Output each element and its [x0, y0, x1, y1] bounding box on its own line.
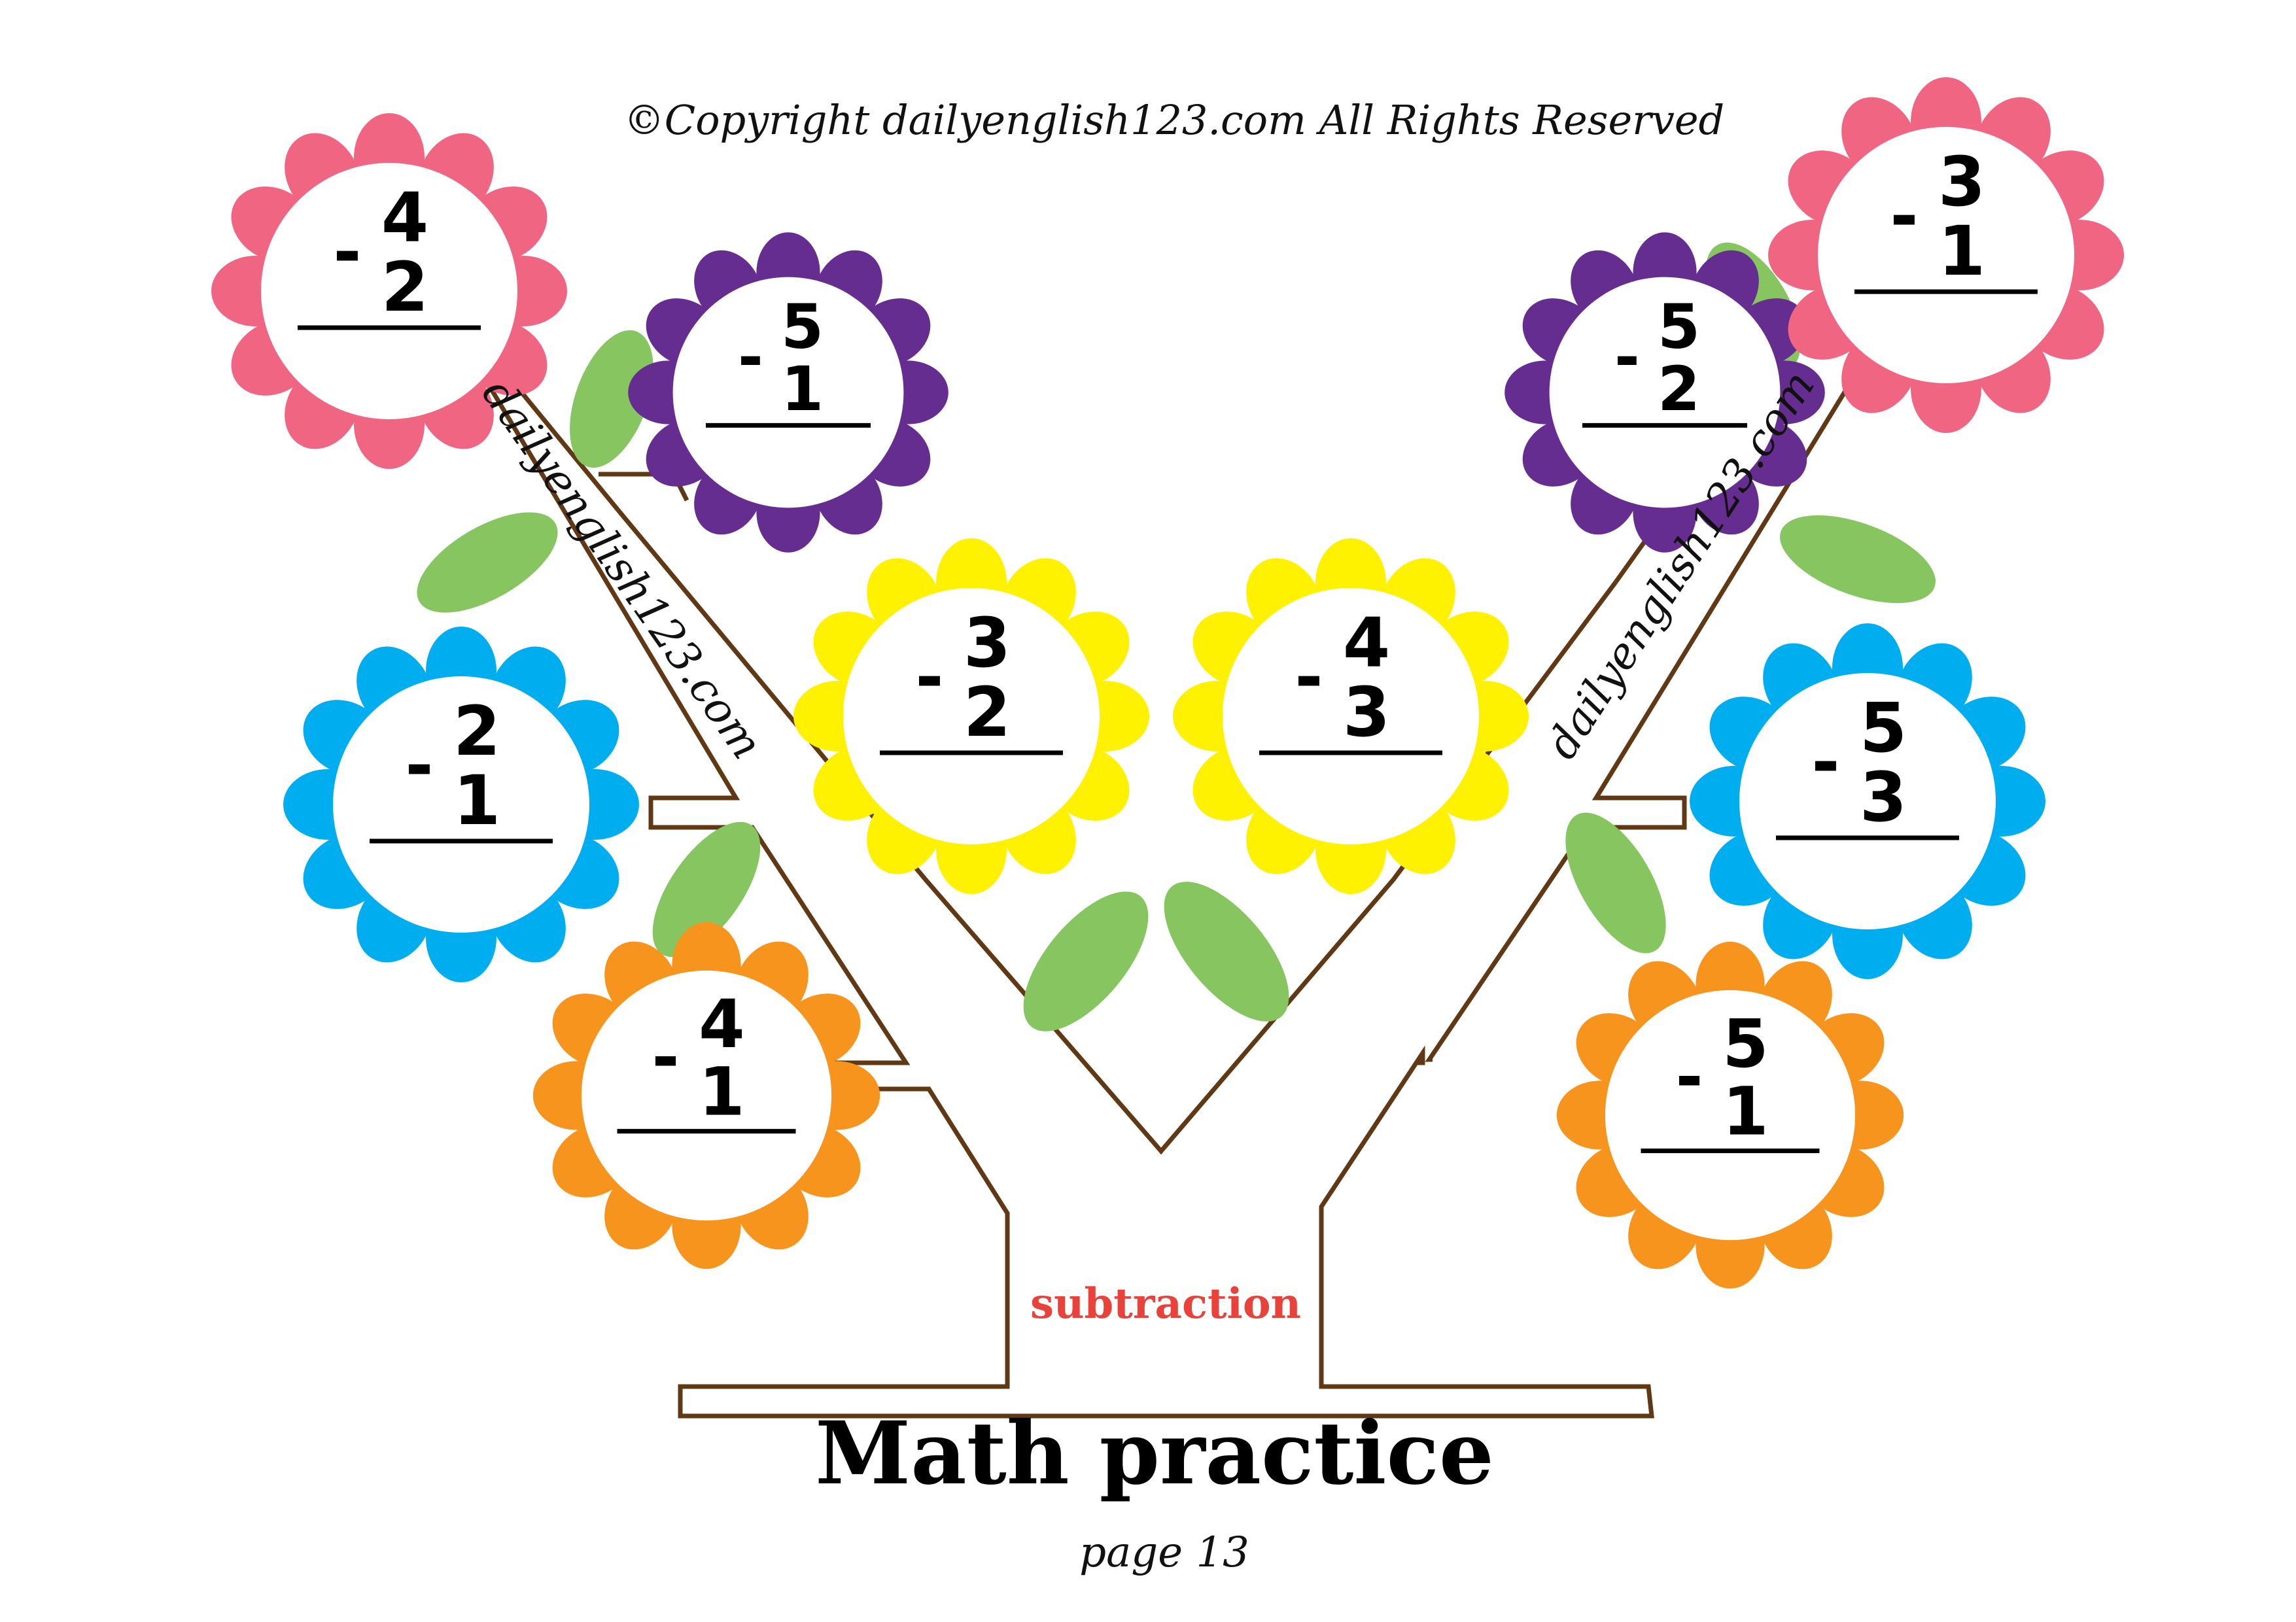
flower-orange-left: 4-1 — [532, 922, 880, 1269]
minuend: 5 — [781, 292, 824, 363]
minuend: 4 — [699, 986, 745, 1063]
subtrahend: 1 — [699, 1053, 745, 1130]
page-title: Math practice — [815, 1403, 1494, 1504]
flower-center — [1223, 588, 1479, 844]
subtrahend: 3 — [1343, 672, 1390, 752]
flower-center — [1549, 277, 1781, 508]
minuend: 5 — [1658, 292, 1700, 363]
minus-sign: - — [333, 212, 361, 292]
leaf — [570, 330, 653, 468]
minus-sign: - — [738, 322, 763, 393]
minuend: 4 — [1343, 603, 1390, 683]
minuend: 3 — [1938, 142, 1985, 222]
flower-center — [1605, 990, 1856, 1241]
leaf — [1023, 891, 1149, 1031]
copyright-text: ©Copyright dailyenglish123.com All Right… — [624, 96, 1724, 144]
flowers: 4-25-13-24-35-23-12-15-34-15-1 — [211, 77, 2124, 1289]
subtrahend: 1 — [1938, 211, 1985, 291]
minus-sign: - — [1890, 176, 1918, 256]
minuend: 2 — [453, 691, 500, 771]
subtrahend: 2 — [964, 672, 1011, 752]
subtraction-label: subtraction — [1030, 1279, 1301, 1328]
subtrahend: 3 — [1860, 757, 1907, 837]
minus-sign: - — [652, 1019, 680, 1096]
flower-pink-right: 3-1 — [1768, 77, 2124, 433]
page-number: page 13 — [1079, 1528, 1249, 1577]
minus-sign: - — [405, 725, 433, 805]
flower-center — [1818, 127, 2074, 383]
subtrahend: 1 — [1722, 1073, 1769, 1150]
flower-pink-left: 4-2 — [211, 113, 567, 469]
leaf — [652, 821, 761, 958]
flower-center — [333, 676, 589, 933]
flower-purple-right: 5-2 — [1505, 232, 1825, 553]
minus-sign: - — [915, 637, 943, 717]
leaf — [1164, 882, 1289, 1022]
minuend: 5 — [1722, 1005, 1769, 1082]
flower-blue-left: 2-1 — [283, 627, 639, 982]
flower-blue-right: 5-3 — [1690, 623, 2045, 979]
flower-center — [581, 970, 832, 1221]
flower-center — [843, 588, 1100, 844]
flower-yellow-left: 3-2 — [793, 538, 1149, 894]
leaf — [1565, 812, 1666, 954]
flower-purple-left: 5-1 — [628, 232, 948, 553]
minus-sign: - — [1614, 322, 1640, 393]
minus-sign: - — [1676, 1039, 1703, 1116]
subtrahend: 2 — [381, 247, 428, 327]
minus-sign: - — [1295, 637, 1323, 717]
flower-center — [261, 163, 517, 419]
leaf — [1780, 515, 1936, 604]
subtrahend: 2 — [1658, 354, 1700, 425]
flower-orange-right: 5-1 — [1556, 941, 1904, 1289]
minus-sign: - — [1811, 722, 1839, 802]
subtrahend: 1 — [453, 761, 500, 840]
flower-yellow-right: 4-3 — [1173, 538, 1529, 894]
minuend: 3 — [964, 603, 1011, 683]
flower-center — [1739, 673, 1996, 929]
minuend: 4 — [381, 178, 428, 258]
subtrahend: 1 — [781, 354, 824, 425]
flower-center — [672, 277, 904, 508]
minuend: 5 — [1860, 688, 1907, 768]
leaf — [417, 512, 558, 613]
